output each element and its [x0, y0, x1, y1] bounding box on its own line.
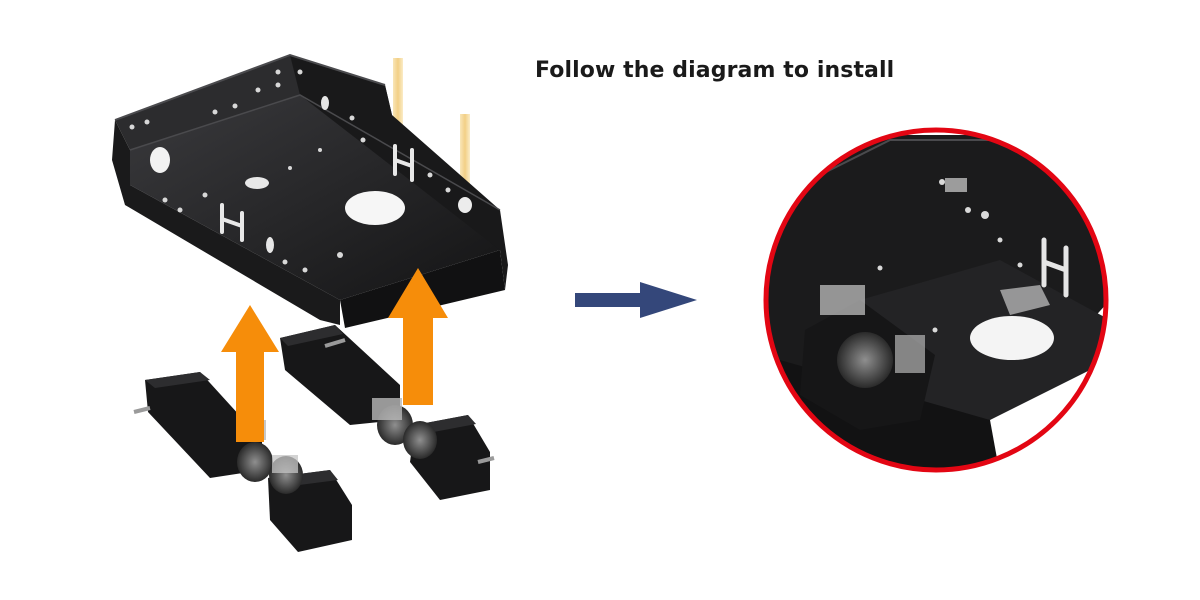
page-title: Follow the diagram to install	[535, 58, 895, 83]
zoom-detail	[763, 127, 1109, 473]
standoff-front	[460, 114, 470, 222]
chassis-plate	[112, 53, 508, 328]
zoom-ring	[763, 127, 1109, 473]
arrow-up-icon	[221, 305, 279, 442]
arrow-up-icon	[388, 268, 448, 405]
exploded-assembly	[112, 53, 508, 552]
motor-pair-right	[280, 325, 495, 500]
standoff-rear	[393, 58, 403, 168]
arrow-right-icon	[575, 282, 697, 318]
